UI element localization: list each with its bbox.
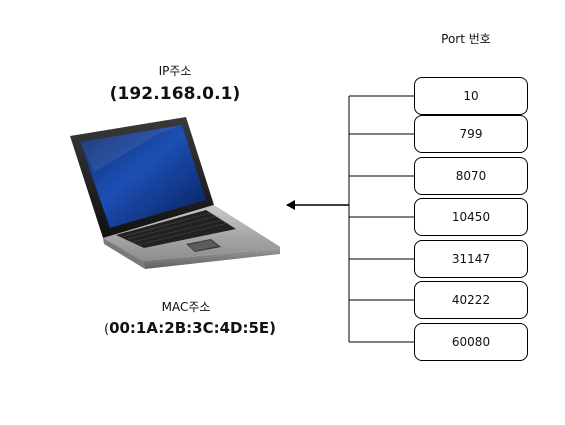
mac-label: MAC주소 [161,300,211,314]
port-box-60080: 60080 [414,323,528,361]
port-box-10: 10 [414,77,528,115]
port-number: 10 [463,89,479,103]
port-number: 10450 [451,210,491,224]
ports-title: Port 번호 [441,32,491,46]
mac-address: (00:1A:2B:3C:4D:5E) [90,318,290,340]
port-number: 40222 [451,293,491,307]
port-box-31147: 31147 [414,240,528,278]
port-number: 60080 [451,335,491,349]
ip-label: IP주소 [158,64,192,78]
port-number: 8070 [455,169,487,183]
laptop-icon [70,117,280,269]
port-box-8070: 8070 [414,157,528,195]
port-box-40222: 40222 [414,281,528,319]
mac-open-paren: ( [103,322,110,337]
mac-value: 00:1A:2B:3C:4D:5E) [109,319,276,337]
port-box-799: 799 [414,115,528,153]
port-box-10450: 10450 [414,198,528,236]
port-number: 799 [459,127,483,141]
port-number: 31147 [451,252,491,266]
ip-address: (192.168.0.1) [109,84,241,104]
